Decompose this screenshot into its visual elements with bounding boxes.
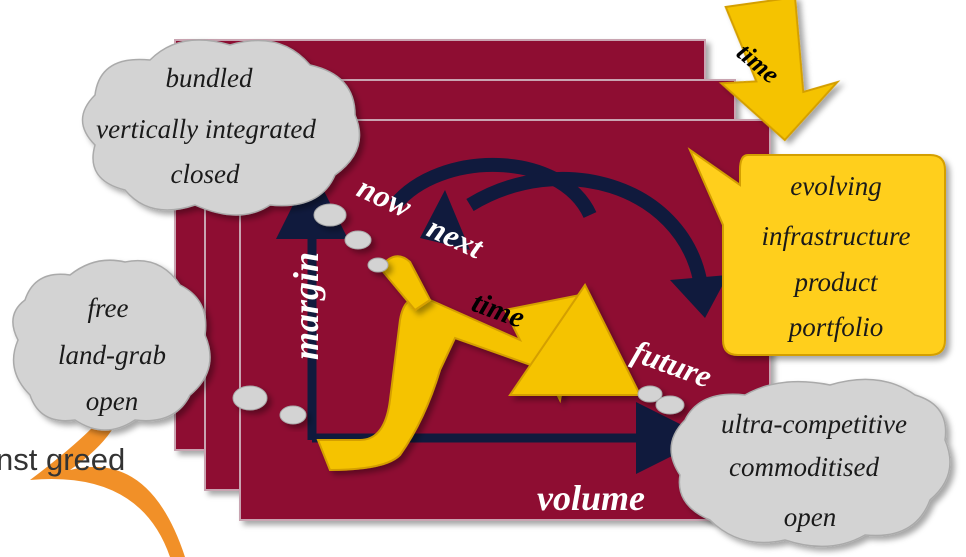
cloud-ultra-line-3: open [784, 502, 836, 532]
cloud-free-line-3: open [86, 386, 138, 416]
callout-line-4: portfolio [787, 312, 884, 342]
next-future-arrow [466, 171, 707, 282]
cloud-bundled-line-1: bundled [166, 63, 253, 93]
corner-time-arrow [718, 0, 841, 142]
footer-partial-text: nst greed [0, 442, 125, 477]
thought-dots-top [313, 203, 389, 273]
cloud-free-line-1: free [88, 293, 129, 323]
now-next-arrow [389, 157, 597, 219]
cloud-ultra-line-1: ultra-competitive [721, 409, 907, 439]
cloud-free-line-2: land-grab [58, 340, 166, 370]
thought-dots-right [637, 385, 685, 415]
callout-evolving [687, 147, 946, 356]
cloud-ultra-competitive [670, 378, 951, 548]
margin-label: margin [286, 252, 326, 360]
volume-label: volume [537, 478, 645, 518]
cloud-bundled-line-3: closed [171, 159, 240, 189]
cloud-free [12, 259, 211, 431]
cloud-bundled [81, 39, 361, 216]
callout-line-2: infrastructure [761, 221, 910, 251]
gold-arrowhead [508, 283, 642, 396]
now-next-arrowhead [420, 190, 470, 250]
orange-swoosh [30, 385, 185, 557]
callout-line-3: product [793, 267, 879, 297]
next-future-arrowhead [670, 275, 728, 318]
cloud-bundled-line-2: vertically integrated [96, 114, 316, 144]
cloud-ultra-line-2: commoditised [729, 452, 879, 482]
thought-dots-left [232, 385, 307, 425]
callout-line-1: evolving [790, 171, 881, 201]
